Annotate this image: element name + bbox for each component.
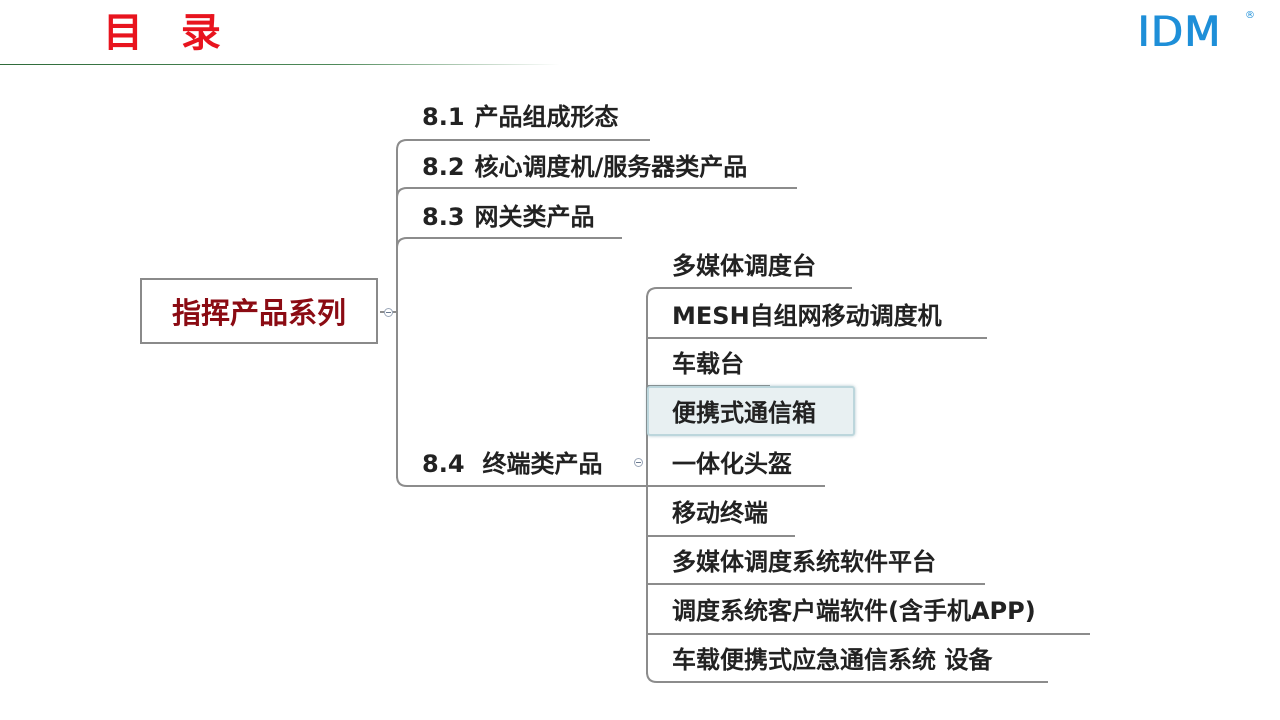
branch-node-8-2[interactable]: 8.2 核心调度机/服务器类产品 — [422, 151, 747, 183]
registered-mark: ® — [1245, 10, 1255, 21]
root-collapse-icon[interactable] — [384, 308, 393, 317]
page-title: 目 录 — [103, 10, 233, 56]
connector-child-1-curve — [646, 287, 658, 299]
selected-node-highlight — [647, 386, 855, 436]
branch-number: 8.3 — [422, 203, 465, 231]
branch-collapse-icon[interactable] — [634, 458, 643, 467]
branch-number: 8.4 — [422, 450, 465, 478]
connector-branch-4 — [396, 475, 647, 487]
branch-node-8-4[interactable]: 8.4 终端类产品 — [422, 448, 603, 480]
branch-label: 产品组成形态 — [474, 103, 619, 131]
connector-branch-2-curve — [396, 187, 408, 199]
branch-node-8-3[interactable]: 8.3 网关类产品 — [422, 201, 595, 233]
branch-number: 8.1 — [422, 103, 465, 131]
child-node[interactable]: 车载台 — [672, 350, 744, 378]
connector-branch-3 — [396, 237, 622, 249]
header-divider — [0, 64, 560, 65]
branch-number: 8.2 — [422, 153, 465, 181]
logo-text: IDM — [1137, 7, 1221, 56]
branch-label: 终端类产品 — [482, 450, 603, 478]
child-node[interactable]: 移动终端 — [672, 499, 768, 527]
child-node[interactable]: 多媒体调度系统软件平台 — [672, 548, 936, 576]
branch-node-8-1[interactable]: 8.1 产品组成形态 — [422, 101, 619, 133]
child-node-selected[interactable]: 便携式通信箱 — [672, 399, 816, 427]
branch-label: 核心调度机/服务器类产品 — [474, 153, 748, 181]
connector-child-9 — [646, 671, 1048, 683]
connector-branch-1 — [396, 139, 650, 151]
child-node[interactable]: MESH自组网移动调度机 — [672, 302, 942, 330]
child-node[interactable]: 多媒体调度台 — [672, 252, 816, 280]
child-node[interactable]: 调度系统客户端软件(含手机APP) — [672, 597, 1036, 625]
branch-label: 网关类产品 — [474, 203, 595, 231]
child-node[interactable]: 车载便携式应急通信系统 设备 — [672, 646, 993, 674]
child-node[interactable]: 一体化头盔 — [672, 450, 792, 478]
idm-logo: IDM ® — [1137, 7, 1255, 56]
mindmap-root-node[interactable]: 指挥产品系列 — [140, 278, 378, 344]
